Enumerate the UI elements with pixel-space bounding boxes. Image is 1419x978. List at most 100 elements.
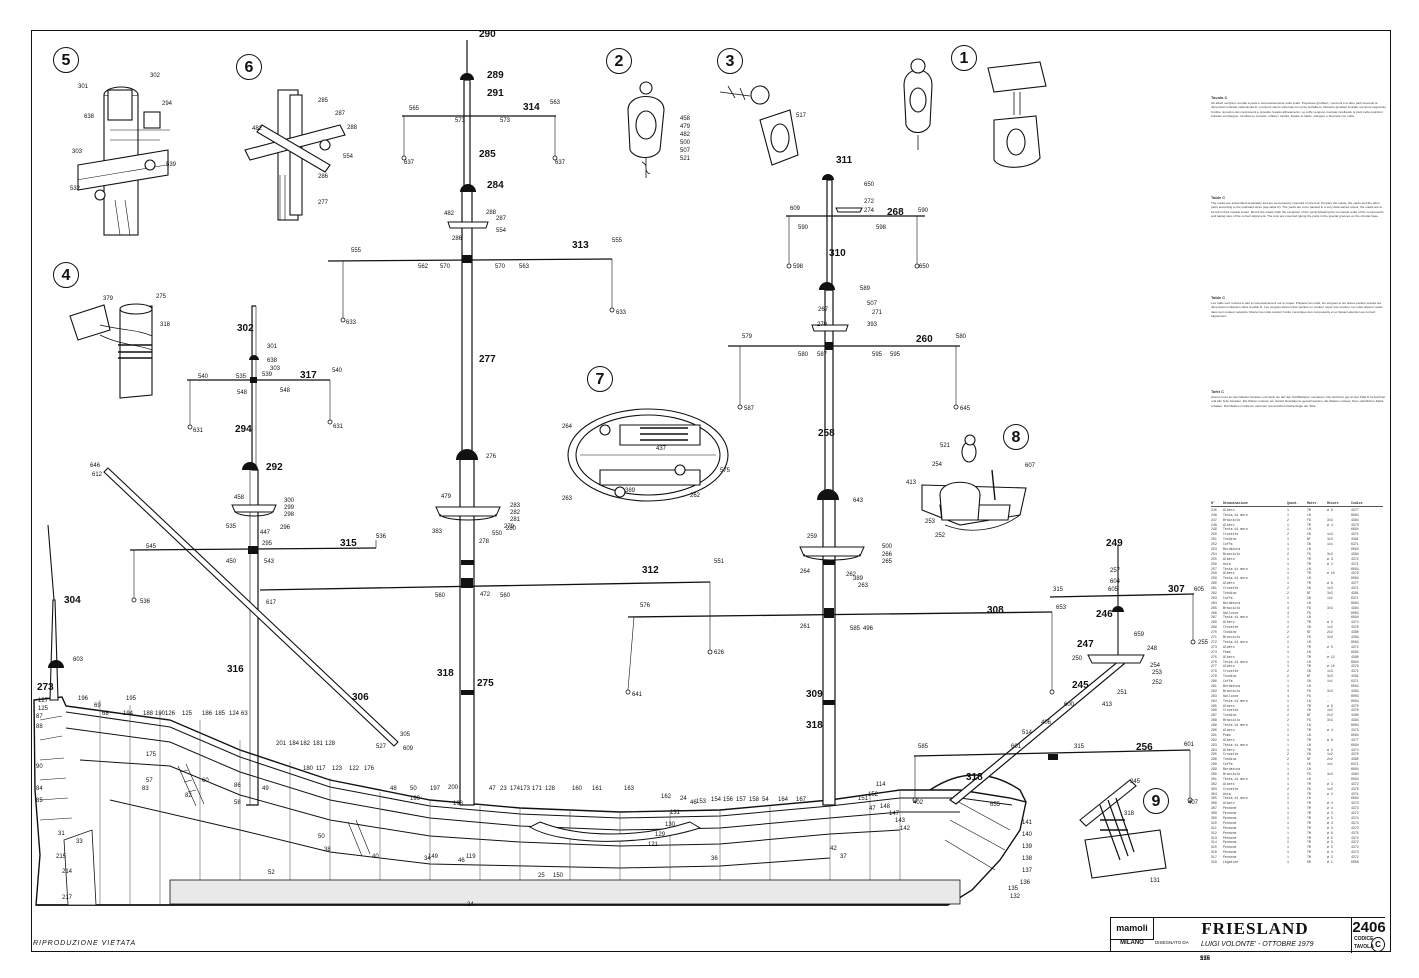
part-label: 124 (229, 711, 240, 717)
table-cell: 307 (1211, 806, 1217, 811)
part-label: 139 (1022, 844, 1033, 850)
table-cell: Crocette (1223, 752, 1239, 757)
notes-title: Table C (1211, 195, 1226, 200)
table-cell: 6094 (1351, 659, 1359, 664)
table-cell: 311 (1211, 825, 1217, 830)
part-label: 289 (487, 70, 504, 81)
table-cell: LN (1307, 723, 1311, 728)
sheet-frame (31, 30, 1391, 952)
part-label: 60 (202, 778, 209, 784)
part-label: 306 (352, 692, 369, 703)
part-label: 301 (78, 84, 89, 90)
table-cell: 4380 (1351, 713, 1359, 718)
table-cell: Crocette (1223, 625, 1239, 630)
table-cell: 1 (1287, 806, 1289, 811)
table-cell: 6003 (1351, 610, 1359, 615)
table-cell: 6094 (1351, 683, 1359, 688)
table-cell: 286 (1211, 708, 1217, 713)
table-cell: Bracciolo (1223, 551, 1241, 556)
part-label: 194 (123, 711, 134, 717)
part-label: 264 (562, 424, 573, 430)
table-cell: ø 4 (1327, 727, 1333, 732)
part-label: 163 (624, 786, 635, 792)
part-label: 148 (880, 804, 891, 810)
part-label: 87 (36, 714, 43, 720)
part-label: 152 (868, 792, 879, 798)
table-cell: 2 (1287, 669, 1289, 674)
table-cell: Albero (1223, 747, 1235, 752)
table-cell: Bordatura (1223, 767, 1241, 772)
part-label: 292 (266, 462, 283, 473)
table-cell: 1x2 (1327, 708, 1333, 713)
part-label: 500 (680, 140, 691, 146)
detail-6-drawing (244, 89, 346, 221)
table-cell: Pennone (1223, 855, 1237, 860)
part-label: 154 (711, 797, 722, 803)
part-label: 617 (266, 600, 277, 606)
part-label: 217 (62, 895, 73, 901)
table-cell: 1 (1287, 571, 1289, 576)
table-cell: CN (1307, 532, 1311, 537)
part-label: 150 (553, 873, 564, 879)
part-label: 570 (495, 264, 506, 270)
table-cell: 1 (1287, 820, 1289, 825)
table-cell: 4379 (1351, 571, 1359, 576)
table-cell: 314 (1211, 840, 1217, 845)
table-cell: Bracciolo (1223, 718, 1241, 723)
table-cell: 2 (1287, 517, 1289, 522)
part-label: 598 (876, 225, 887, 231)
table-cell: - (1327, 693, 1329, 698)
notes-title: Table C (1211, 295, 1226, 300)
table-cell: 1 (1287, 659, 1289, 664)
table-cell: Misure (1327, 501, 1339, 505)
detail-number-1: 1 (951, 45, 977, 71)
table-cell: 318 (1211, 860, 1217, 865)
table-cell: - (1327, 683, 1329, 688)
table-cell: 4384 (1351, 517, 1359, 522)
table-cell: 4373 (1351, 820, 1359, 825)
notes-text: The masts are assembled separately and a… (1211, 201, 1384, 218)
part-label: 278 (479, 539, 490, 545)
table-cell: 255 (1211, 556, 1217, 561)
table-cell: 3x3 (1327, 605, 1333, 610)
table-cell: CN (1307, 679, 1311, 684)
table-cell: 4370 (1351, 752, 1359, 757)
table-cell: 4381 (1351, 674, 1359, 679)
table-cell: 266 (1211, 610, 1217, 615)
table-cell: 1 (1287, 703, 1289, 708)
detail-number-2: 2 (606, 48, 632, 74)
table-cell: Pennone (1223, 830, 1237, 835)
part-label: 580 (798, 352, 809, 358)
detail-number-3: 3 (717, 48, 743, 74)
table-cell: 1 (1287, 507, 1289, 512)
table-cell: 259 (1211, 576, 1217, 581)
part-label: 175 (146, 752, 157, 758)
part-label: 650 (919, 264, 930, 270)
part-label: 548 (280, 388, 291, 394)
part-label: 281 (510, 517, 521, 523)
table-cell: 313 (1211, 835, 1217, 840)
part-label: 201 (276, 741, 287, 747)
table-cell: Albero (1223, 522, 1235, 527)
part-label: 83 (142, 786, 149, 792)
part-label: 249 (1106, 538, 1123, 549)
table-cell: - (1327, 659, 1329, 664)
table-cell: 316 (1211, 850, 1217, 855)
part-label: 601 (1184, 742, 1195, 748)
table-cell: 4373 (1351, 727, 1359, 732)
detail-8-drawing (921, 434, 1027, 531)
table-cell: Bracciolo (1223, 605, 1241, 610)
table-cell: Gallocce (1223, 610, 1239, 615)
table-cell: Asta (1223, 561, 1231, 566)
title-block: mamoli MILANO FRIESLAND DISEGNATO DA LUI… (1110, 917, 1386, 953)
table-cell: TM (1307, 556, 1311, 561)
table-cell: 3x3 (1327, 517, 1333, 522)
table-cell: 249 (1211, 527, 1217, 532)
part-label: 140 (1022, 832, 1033, 838)
part-label: 180 (303, 766, 314, 772)
table-cell: 301 (1211, 776, 1217, 781)
part-label: 25 (538, 873, 545, 879)
